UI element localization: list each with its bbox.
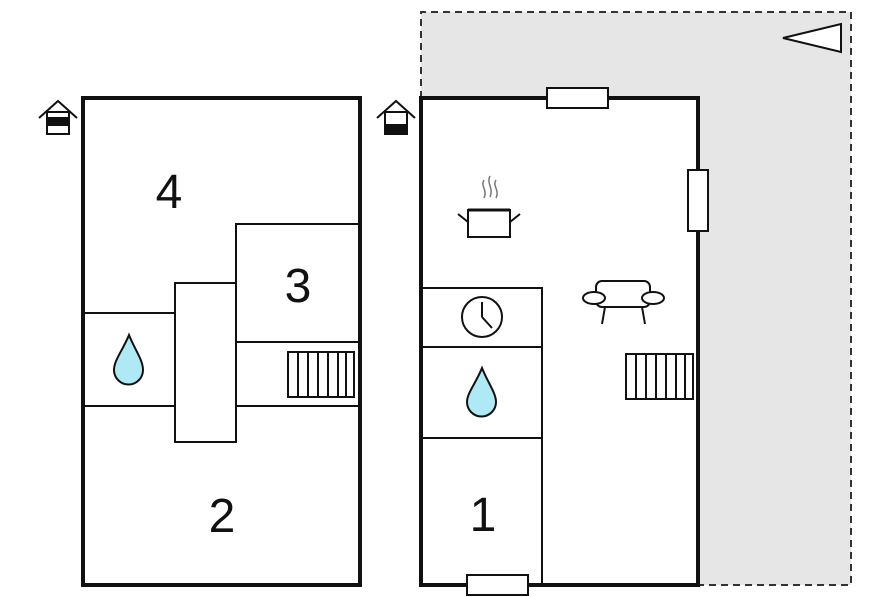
- window-icon: [687, 169, 709, 232]
- room-label-2: 2: [209, 490, 236, 543]
- window-icon: [546, 87, 609, 109]
- water-drop-icon: [465, 365, 498, 418]
- clock-icon: [461, 296, 503, 338]
- room-label-4: 4: [156, 166, 183, 219]
- room-label-1: 1: [470, 489, 497, 542]
- water-drop-icon: [112, 332, 145, 386]
- ground-floor-plan: [419, 96, 700, 587]
- house-level-icon: [376, 99, 416, 135]
- cooking-pot-icon: [457, 175, 521, 238]
- room-label-3: 3: [285, 260, 312, 313]
- house-level-icon: [38, 99, 78, 135]
- ground-bathroom-outline: [420, 346, 543, 439]
- staircase-icon: [625, 353, 694, 400]
- direction-triangle-icon: [782, 22, 842, 54]
- outdoor-terrace: [420, 11, 852, 586]
- staircase-icon: [287, 351, 355, 398]
- central-shaft: [174, 282, 237, 443]
- sofa-icon: [582, 280, 665, 325]
- door-icon: [466, 574, 529, 596]
- ground-floor-outer-wall: [419, 96, 700, 587]
